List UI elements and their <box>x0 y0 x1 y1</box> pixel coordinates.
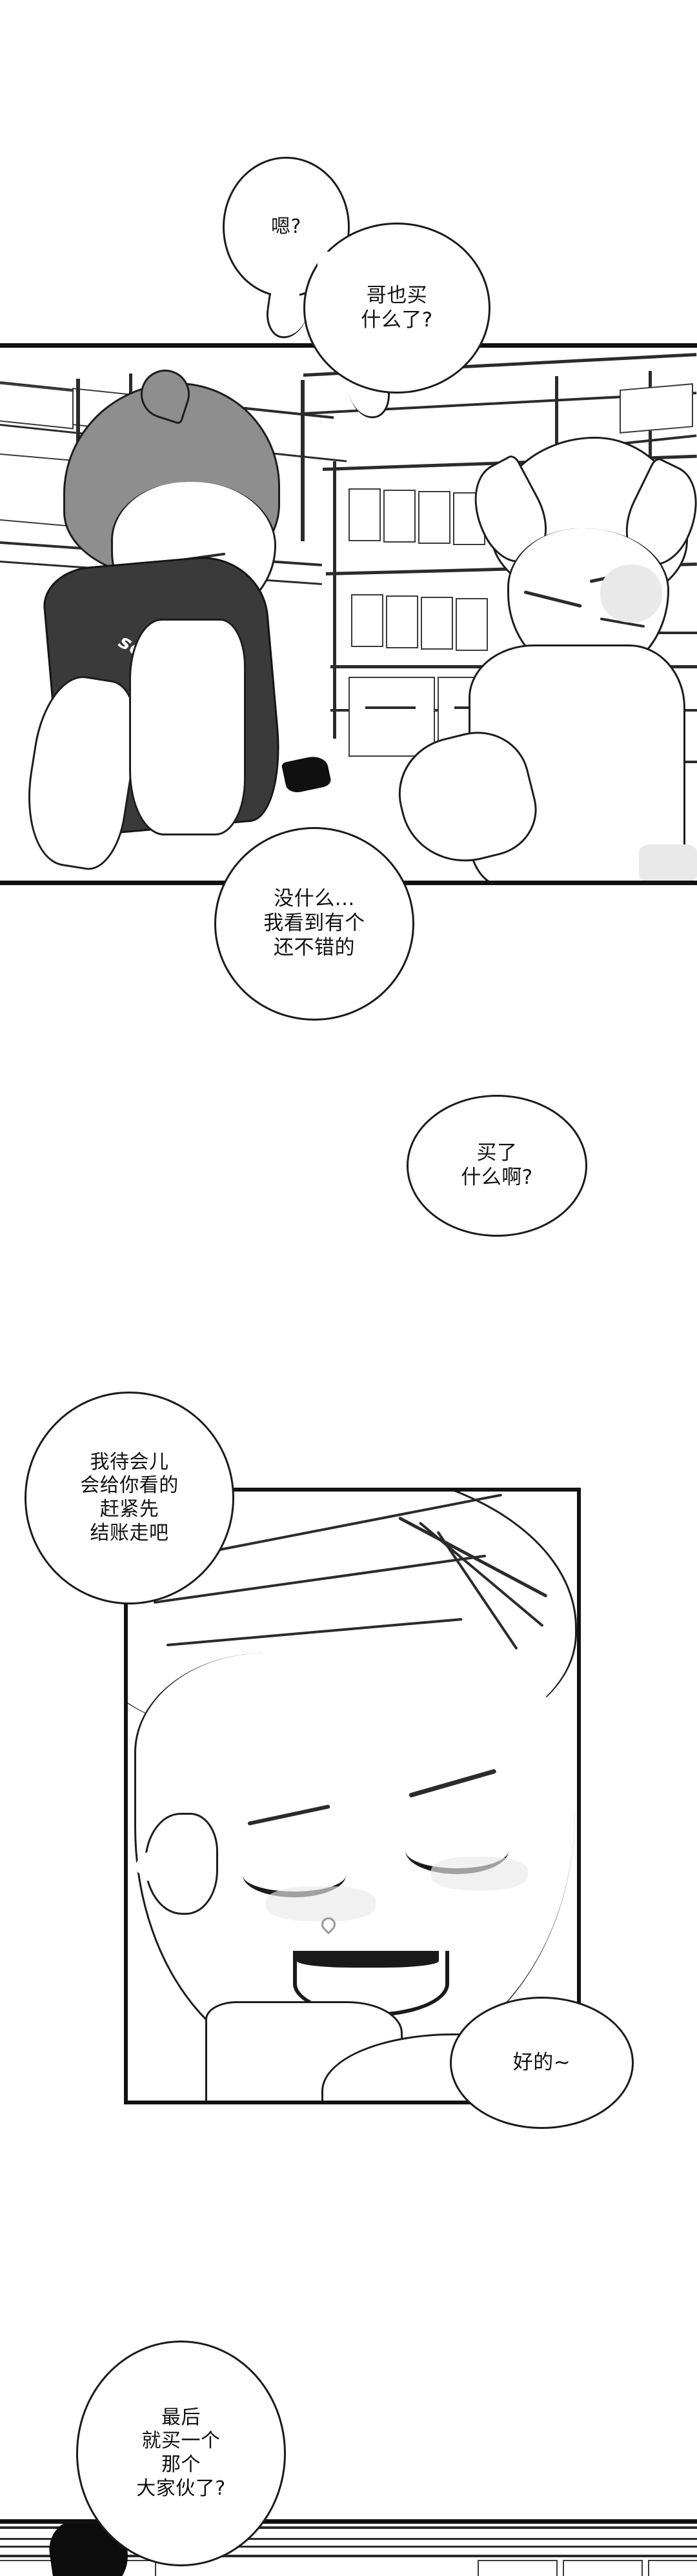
speech-bubble-nothing-much[interactable]: 没什么... 我看到有个 还不错的 <box>214 827 414 1021</box>
left-character-held-item <box>281 754 332 795</box>
speech-bubble-show-you-later[interactable]: 我待会儿 会给你看的 赶紧先 结账走吧 <box>25 1392 234 1604</box>
speech-bubble-what-did-brother-buy-text: 哥也买 什么了? <box>361 283 433 332</box>
left-character-dark-shirt: scapegoat <box>16 363 336 881</box>
bottom-shelf-background <box>0 2524 697 2576</box>
speech-bubble-last-big-one[interactable]: 最后 就买一个 那个 大家伙了? <box>76 2341 286 2566</box>
speech-bubble-nothing-much-text: 没什么... 我看到有个 还不错的 <box>263 887 365 959</box>
right-character-light-shirt <box>387 432 697 881</box>
speech-bubble-eh-text: 嗯? <box>271 215 301 238</box>
speech-bubble-last-big-one-text: 最后 就买一个 那个 大家伙了? <box>136 2406 226 2500</box>
left-character-undershirt <box>129 619 246 835</box>
speech-bubble-bought-what-text: 买了 什么啊? <box>461 1141 533 1189</box>
speech-bubble-show-you-later-text: 我待会儿 会给你看的 赶紧先 结账走吧 <box>80 1450 179 1544</box>
speech-bubble-bought-what[interactable]: 买了 什么啊? <box>407 1095 587 1237</box>
speech-bubble-okay[interactable]: 好的~ <box>450 1997 634 2129</box>
left-character-arm <box>16 670 146 875</box>
speech-bubble-what-did-brother-buy[interactable]: 哥也买 什么了? <box>303 223 490 394</box>
sparkle-icon <box>546 1957 559 1970</box>
sparkle-icon <box>142 1858 159 1875</box>
panel-convenience-store-wide: scapegoat <box>0 343 697 885</box>
sparkle-icon <box>510 1904 532 1926</box>
speech-bubble-okay-text: 好的~ <box>512 2050 571 2074</box>
